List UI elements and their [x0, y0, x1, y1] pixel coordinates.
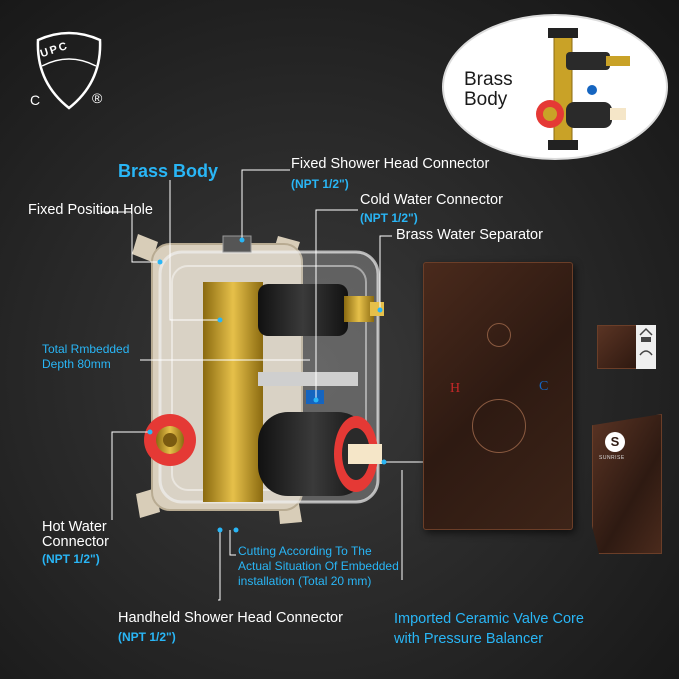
- handle-hole: [472, 399, 526, 453]
- hot-water-npt: (NPT 1/2"): [42, 552, 100, 566]
- inset-title-line2: Body: [464, 88, 508, 110]
- fixed-hole-label: Fixed Position Hole: [28, 202, 153, 218]
- cold-water-npt: (NPT 1/2"): [360, 211, 418, 225]
- upc-registered-mark: ®: [92, 90, 103, 106]
- inset-title: Brass Body: [464, 70, 513, 110]
- hot-water-line1: Hot Water: [42, 519, 107, 535]
- ceramic-line2: with Pressure Balancer: [394, 630, 544, 647]
- ceramic-line1: Imported Ceramic Valve Core: [394, 611, 584, 627]
- brass-body-label: Brass Body: [118, 161, 219, 181]
- depth-line2: Depth 80mm: [42, 357, 111, 371]
- brand-logo-icon: S: [605, 432, 625, 452]
- cutting-note: Cutting According To The Actual Situatio…: [238, 544, 399, 589]
- hot-mark: H: [450, 381, 461, 396]
- hot-water-label: Hot Water Connector: [42, 519, 109, 551]
- cover-plate: H C: [423, 262, 573, 530]
- cutting-line3: installation (Total 20 mm): [238, 574, 372, 588]
- cutting-line2: Actual Situation Of Embedded: [238, 559, 399, 573]
- brand-name: SUNRISE: [599, 455, 625, 461]
- lever-handle: [592, 414, 662, 554]
- inset-title-line1: Brass: [464, 69, 513, 90]
- brass-body-inset-image: [536, 28, 630, 150]
- fixed-shower-label: Fixed Shower Head Connector: [291, 156, 490, 172]
- cold-water-label: Cold Water Connector: [360, 192, 503, 208]
- ceramic-valve-note: Imported Ceramic Valve Core with Pressur…: [394, 610, 584, 649]
- depth-line1: Total Rmbedded: [42, 342, 130, 356]
- brass-body-inset: Brass Body: [442, 14, 668, 160]
- hot-water-line2: Connector: [42, 534, 109, 551]
- handheld-label: Handheld Shower Head Connector: [118, 610, 343, 626]
- fixed-shower-npt: (NPT 1/2"): [291, 177, 349, 191]
- diverter-knob-face: [636, 325, 656, 369]
- diverter-icon: [639, 327, 653, 356]
- diverter-hole: [487, 323, 511, 347]
- cutting-line1: Cutting According To The: [238, 544, 372, 558]
- upc-c-mark: C: [30, 92, 41, 108]
- cold-mark: C: [539, 379, 549, 394]
- separator-label: Brass Water Separator: [396, 227, 543, 243]
- depth-note: Total Rmbedded Depth 80mm: [42, 342, 129, 372]
- upc-shield-icon: [36, 31, 102, 110]
- handheld-npt: (NPT 1/2"): [118, 630, 176, 644]
- valve-body-illustration: [132, 234, 384, 524]
